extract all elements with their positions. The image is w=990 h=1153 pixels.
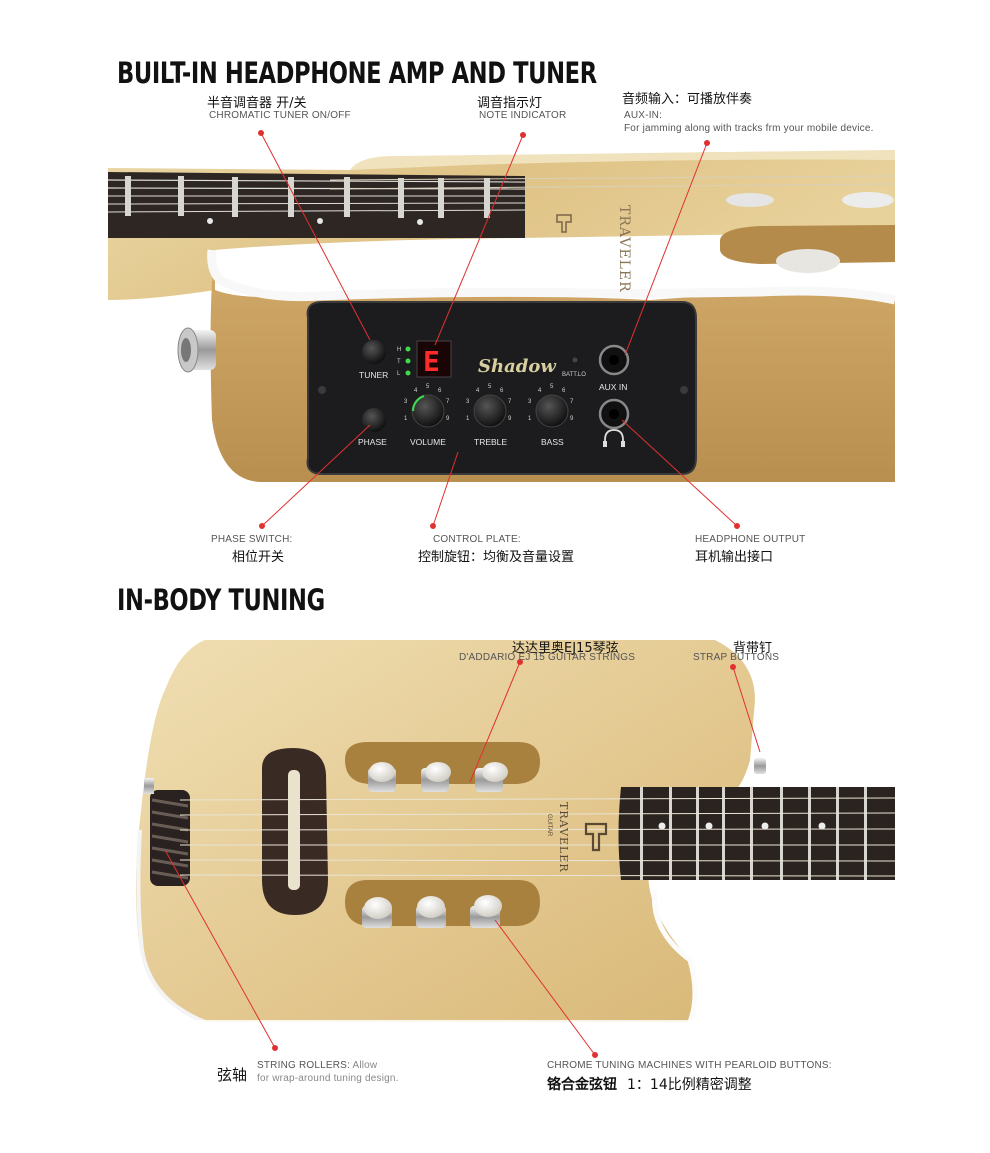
section2-title: IN-BODY TUNING [117, 583, 325, 617]
svg-text:3: 3 [528, 399, 532, 405]
led-low [405, 370, 411, 376]
rollers-cn: 弦轴 [217, 1066, 248, 1084]
svg-text:5: 5 [488, 384, 492, 390]
svg-text:6: 6 [562, 388, 566, 394]
phase-button [362, 408, 386, 432]
tuner-button [362, 340, 386, 364]
svg-text:L: L [397, 371, 401, 377]
control-plate-en: CONTROL PLATE: [433, 534, 521, 545]
note-display [416, 340, 452, 378]
svg-text:AUX IN: AUX IN [599, 382, 627, 392]
phase-switch-cn: 相位开关 [232, 550, 285, 565]
output-jack [177, 327, 216, 373]
tuning-pegs-upper [368, 762, 508, 792]
aux-in-desc: For jamming along with tracks frm your m… [624, 123, 874, 134]
machines-cn: 铬合金弦钮 1：14比例精密调整 [547, 1074, 752, 1094]
headphone-icon [604, 429, 624, 446]
tuner-switch-cn: 半音调音器 开/关 [207, 96, 307, 111]
headphone-output-cn: 耳机输出接口 [695, 550, 774, 565]
svg-text:4: 4 [538, 388, 542, 394]
svg-text:7: 7 [446, 399, 450, 405]
tuner-switch-en: CHROMATIC TUNER ON/OFF [209, 110, 351, 121]
svg-text:PHASE: PHASE [358, 437, 387, 447]
svg-text:6: 6 [438, 388, 442, 394]
pointer-lines-bottom [164, 659, 761, 1058]
svg-text:1: 1 [404, 416, 408, 422]
strap-button [754, 758, 766, 774]
string-rollers [144, 778, 190, 886]
strings-en: D'ADDARIO EJ 15 GUITAR STRINGS [459, 652, 636, 663]
svg-text:9: 9 [570, 416, 574, 422]
bass-knob [535, 394, 569, 428]
tuning-pegs-lower [362, 895, 502, 928]
treble-knob [473, 394, 507, 428]
svg-text:GUITAR: GUITAR [546, 814, 552, 837]
svg-text:1: 1 [528, 416, 532, 422]
rollers-en-bold: STRING ROLLERS: [257, 1060, 351, 1071]
rollers-en-rest: Allow [350, 1060, 378, 1071]
svg-text:6: 6 [500, 388, 504, 394]
pointer-lines-top [258, 130, 740, 529]
svg-text:H: H [397, 347, 401, 353]
lower-guitar-body: TRAVELER GUITAR [130, 640, 896, 1032]
svg-text:TRAVELER: TRAVELER [616, 205, 632, 293]
svg-text:Shadow: Shadow [478, 356, 557, 377]
strap-en: STRAP BUTTONS [693, 652, 780, 663]
rollers-en-line2: for wrap-around tuning design. [257, 1073, 399, 1084]
rollers-en-line1: STRING ROLLERS: Allow [257, 1060, 377, 1071]
headphone-output-en: HEADPHONE OUTPUT [695, 534, 806, 545]
svg-text:TRAVELER: TRAVELER [557, 802, 570, 873]
aux-in-cn: 音频输入：可播放伴奏 [622, 92, 753, 107]
svg-text:7: 7 [508, 399, 512, 405]
svg-text:7: 7 [570, 399, 574, 405]
control-plate: TUNER PHASE H T L E Shadow BATT.LO 13456… [306, 301, 697, 475]
svg-text:TREBLE: TREBLE [474, 437, 507, 447]
svg-text:BATT.LO: BATT.LO [562, 372, 586, 378]
svg-text:3: 3 [404, 399, 408, 405]
svg-text:VOLUME: VOLUME [410, 437, 446, 447]
led-tune [405, 358, 411, 364]
strings-cn: 达达里奥EJ15琴弦 [512, 641, 619, 656]
volume-knob [411, 394, 445, 428]
machines-en: CHROME TUNING MACHINES WITH PEARLOID BUT… [547, 1060, 832, 1071]
machines-cn-bold: 铬合金弦钮 [547, 1077, 617, 1093]
svg-text:9: 9 [508, 416, 512, 422]
svg-text:BASS: BASS [541, 437, 564, 447]
upper-fretboard [107, 172, 896, 238]
control-plate-cn: 控制旋钮：均衡及音量设置 [418, 550, 575, 565]
strap-cn: 背带钉 [733, 641, 773, 656]
svg-text:1: 1 [466, 416, 470, 422]
svg-text:4: 4 [476, 388, 480, 394]
svg-text:4: 4 [414, 388, 418, 394]
svg-text:T: T [397, 359, 401, 365]
aux-in-en: AUX-IN: [624, 110, 663, 121]
note-indicator-en: NOTE INDICATOR [479, 110, 567, 121]
svg-text:E: E [423, 345, 440, 378]
svg-text:3: 3 [466, 399, 470, 405]
svg-text:TUNER: TUNER [359, 370, 388, 380]
lower-fretboard [618, 787, 895, 880]
svg-text:9: 9 [446, 416, 450, 422]
note-indicator-cn: 调音指示灯 [477, 96, 543, 111]
section1-title: BUILT-IN HEADPHONE AMP AND TUNER [117, 56, 597, 90]
svg-text:5: 5 [426, 384, 430, 390]
svg-text:5: 5 [550, 384, 554, 390]
traveler-logo: TRAVELER GUITAR [546, 802, 608, 873]
led-high [405, 346, 411, 352]
phase-switch-en: PHASE SWITCH: [211, 534, 293, 545]
machines-cn-rest: 1：14比例精密调整 [627, 1077, 752, 1093]
